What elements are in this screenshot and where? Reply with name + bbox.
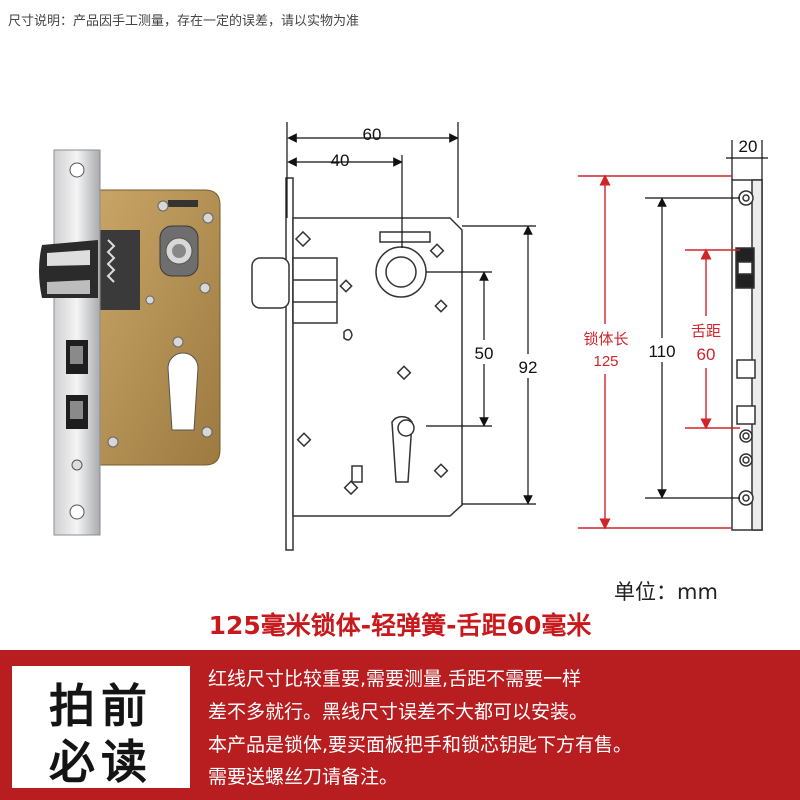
dim-faceplate-screws: 110	[648, 342, 675, 361]
lock-body-photo	[39, 149, 221, 536]
notice-banner: 拍前 必读 红线尺寸比较重要,需要测量,舌距不需要一样 差不多就行。黑线尺寸误差…	[0, 650, 800, 800]
badge-line-1: 拍前	[49, 679, 153, 733]
dim-backset-value: 60	[697, 345, 716, 364]
product-caption: 125毫米锁体-轻弹簧-舌距60毫米	[208, 611, 592, 640]
dim-body-length-label: 锁体长	[583, 331, 628, 348]
unit-label: 单位：mm	[614, 580, 718, 604]
faceplate-side-view	[731, 179, 763, 531]
dim-body-height: 92	[519, 358, 538, 377]
must-read-badge: 拍前 必读	[12, 666, 190, 789]
lock-dimension-diagram: 60 40 50 92 20 110	[251, 122, 768, 551]
lock-body-outline	[251, 177, 463, 551]
notice-line: 本产品是锁体,要买面板把手和锁芯钥匙下方有售。	[208, 734, 633, 756]
dim-top-width: 60	[363, 125, 382, 144]
dim-keyhole-spacing: 50	[475, 344, 494, 363]
notice-line: 红线尺寸比较重要,需要测量,舌距不需要一样	[208, 668, 582, 690]
notice-line: 需要送螺丝刀请备注。	[208, 766, 399, 788]
badge-line-2: 必读	[49, 735, 153, 789]
dim-faceplate-width: 20	[739, 137, 758, 156]
dim-backset-label: 舌距	[691, 323, 721, 340]
dim-body-length-value: 125	[593, 353, 618, 370]
measurement-note: 尺寸说明：产品因手工测量，存在一定的误差，请以实物为准	[8, 14, 360, 29]
dim-top-offset: 40	[331, 151, 350, 170]
notice-line: 差不多就行。黑线尺寸误差不大都可以安装。	[208, 701, 589, 723]
